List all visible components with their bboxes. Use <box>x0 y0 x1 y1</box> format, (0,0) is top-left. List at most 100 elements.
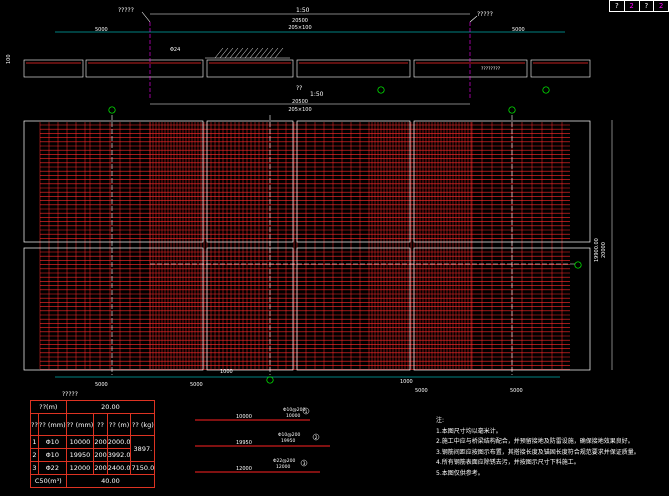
plan-outline <box>23 115 591 375</box>
col-h-2: ?? (mm) <box>37 413 67 436</box>
table-caption: ????? <box>62 391 78 398</box>
bar-1-dim: 10000 <box>236 414 252 420</box>
bar-3-dim: 12000 <box>236 466 252 472</box>
table-header-1: ??(m) <box>30 400 67 414</box>
bar-1-label: Φ10@200 <box>283 407 305 413</box>
elev-slab <box>530 59 591 78</box>
elev-left-offset: 5000 <box>95 27 108 33</box>
elev-hatch-line <box>219 47 229 59</box>
plan-panel-top <box>23 120 204 243</box>
elev-hatch-line <box>254 47 264 59</box>
elev-callout: Φ24 <box>170 47 180 53</box>
elev-right-note: ???????? <box>481 66 501 72</box>
plan-panel-bottom <box>296 247 411 371</box>
bar-1-num: 1 <box>305 409 308 415</box>
cell: 200 <box>93 435 108 449</box>
elev-hatch-line <box>249 47 259 59</box>
bar-2-dim: 19950 <box>236 440 252 446</box>
corner-cell-3: ? <box>640 1 655 11</box>
elev-slabs <box>23 22 591 100</box>
quantity-table: ??(m) 20.00 ?? ?? (mm) ?? (mm) ?? ?? (m)… <box>30 400 156 488</box>
plan-right-dim-2: 20000 <box>601 242 607 258</box>
elev-hatch-line <box>259 47 269 59</box>
elev-height-label: 100 <box>6 54 12 64</box>
cell: 3992.0 <box>106 448 132 462</box>
cell: 2400.0 <box>106 461 132 475</box>
elev-hatch-line <box>239 47 249 59</box>
corner-cell-2: 2 <box>625 1 640 11</box>
note-line-2: 2.施工中应与桥梁结构配合，并预留接地及防雷设施，确保接地效果良好。 <box>436 438 634 445</box>
plan-right-bottom-dim-1: 5000 <box>415 388 428 394</box>
elev-slab <box>413 59 528 78</box>
bar-3-label: Φ22@200 <box>273 458 295 464</box>
elevation-view: ????? ????? 1:50 20500 205×100 5000 5000… <box>6 7 591 100</box>
elev-slab <box>296 59 411 78</box>
elev-left-label: ????? <box>118 7 134 14</box>
cell: 2 <box>30 448 39 462</box>
corner-box: ? 2 ? 2 <box>609 0 669 12</box>
plan-right-dim-1: 19900.00 <box>594 238 600 262</box>
plan-left-top-dim: 5000 <box>190 382 203 388</box>
plan-span-spec: 205×100 <box>288 107 311 113</box>
elev-right-offset: 5000 <box>512 27 525 33</box>
plan-panel-top <box>296 120 411 243</box>
plan-marker-right-top <box>508 106 516 114</box>
cell: 19950 <box>65 448 95 462</box>
plan-marker-bottom <box>266 376 274 384</box>
elev-total-length: 20500 <box>292 18 308 24</box>
plan-marker-right <box>574 261 582 269</box>
plan-panel-top <box>206 120 294 243</box>
plan-panel-top <box>413 120 591 243</box>
elev-right-label: ????? <box>477 11 493 18</box>
plan-left-bottom-dim: 5000 <box>95 382 108 388</box>
plan-center-dim: 1000 <box>220 369 233 375</box>
col-h-1: ?? <box>30 413 39 436</box>
cell: 7150.0 <box>130 461 156 475</box>
notes-title: 注: <box>436 417 445 424</box>
elev-marker-b <box>542 86 550 94</box>
note-line-1: 1.本图尺寸均以毫米计。 <box>436 427 502 435</box>
note-line-4: 4.所有钢筋表面应除锈去污，并按图示尺寸下料施工。 <box>436 459 580 466</box>
note-line-3: 3.钢筋间距应按图示布置，其搭接长度及锚固长度符合规范要求并保证质量。 <box>436 448 640 456</box>
cell: Φ10 <box>37 448 67 462</box>
cell: 12000 <box>65 461 95 475</box>
elev-hatch-line <box>214 47 224 59</box>
table-header-1-value: 20.00 <box>65 400 156 414</box>
col-h-4: ?? <box>93 413 108 436</box>
elev-slab <box>85 59 204 78</box>
cell: 200 <box>93 461 108 475</box>
elev-marker-a <box>377 86 385 94</box>
col-h-3: ?? (mm) <box>65 413 95 436</box>
notes-block: 注: 1.本图尺寸均以毫米计。 2.施工中应与桥梁结构配合，并预留接地及防雷设施… <box>436 416 664 479</box>
plan-right-bottom-dim-2: 5000 <box>510 388 523 394</box>
corner-cell-4: 2 <box>658 2 664 10</box>
bar-2-sub: 19950 <box>281 438 295 444</box>
bar-2-num: 2 <box>315 435 318 441</box>
elev-hatch <box>205 47 290 59</box>
bar-3-sub: 12000 <box>276 464 290 470</box>
cell: 200 <box>93 448 108 462</box>
plan-total-length: 20500 <box>292 99 308 105</box>
elev-slab <box>206 59 294 78</box>
plan-scale: 1:50 <box>310 91 324 98</box>
elev-hatch-line <box>234 47 244 59</box>
cell: 3 <box>30 461 39 475</box>
elev-hatch-line <box>264 47 274 59</box>
bar-shapes: 10000 Φ10@200 10000 1 19950 Φ10@200 1995… <box>195 407 330 473</box>
plan-marker-left <box>108 106 116 114</box>
elev-hatch-line <box>229 47 239 59</box>
table-row: 3 Φ22 12000 200 2400.0 7150.0 <box>30 461 156 475</box>
cell: 10000 <box>65 435 95 449</box>
plan-panel-bottom <box>23 247 204 371</box>
table-footer-label: C50(m³) <box>30 474 67 488</box>
table-footer-value: 40.00 <box>65 474 156 488</box>
plan-rebar <box>39 122 570 370</box>
elev-hatch-line <box>224 47 234 59</box>
elev-span-spec: 205×100 <box>288 25 311 31</box>
plan-panel-bottom <box>413 247 591 371</box>
cell: 3897. <box>130 435 156 462</box>
bar-1-sub: 10000 <box>286 413 300 419</box>
corner-cell-1: ? <box>610 1 625 11</box>
